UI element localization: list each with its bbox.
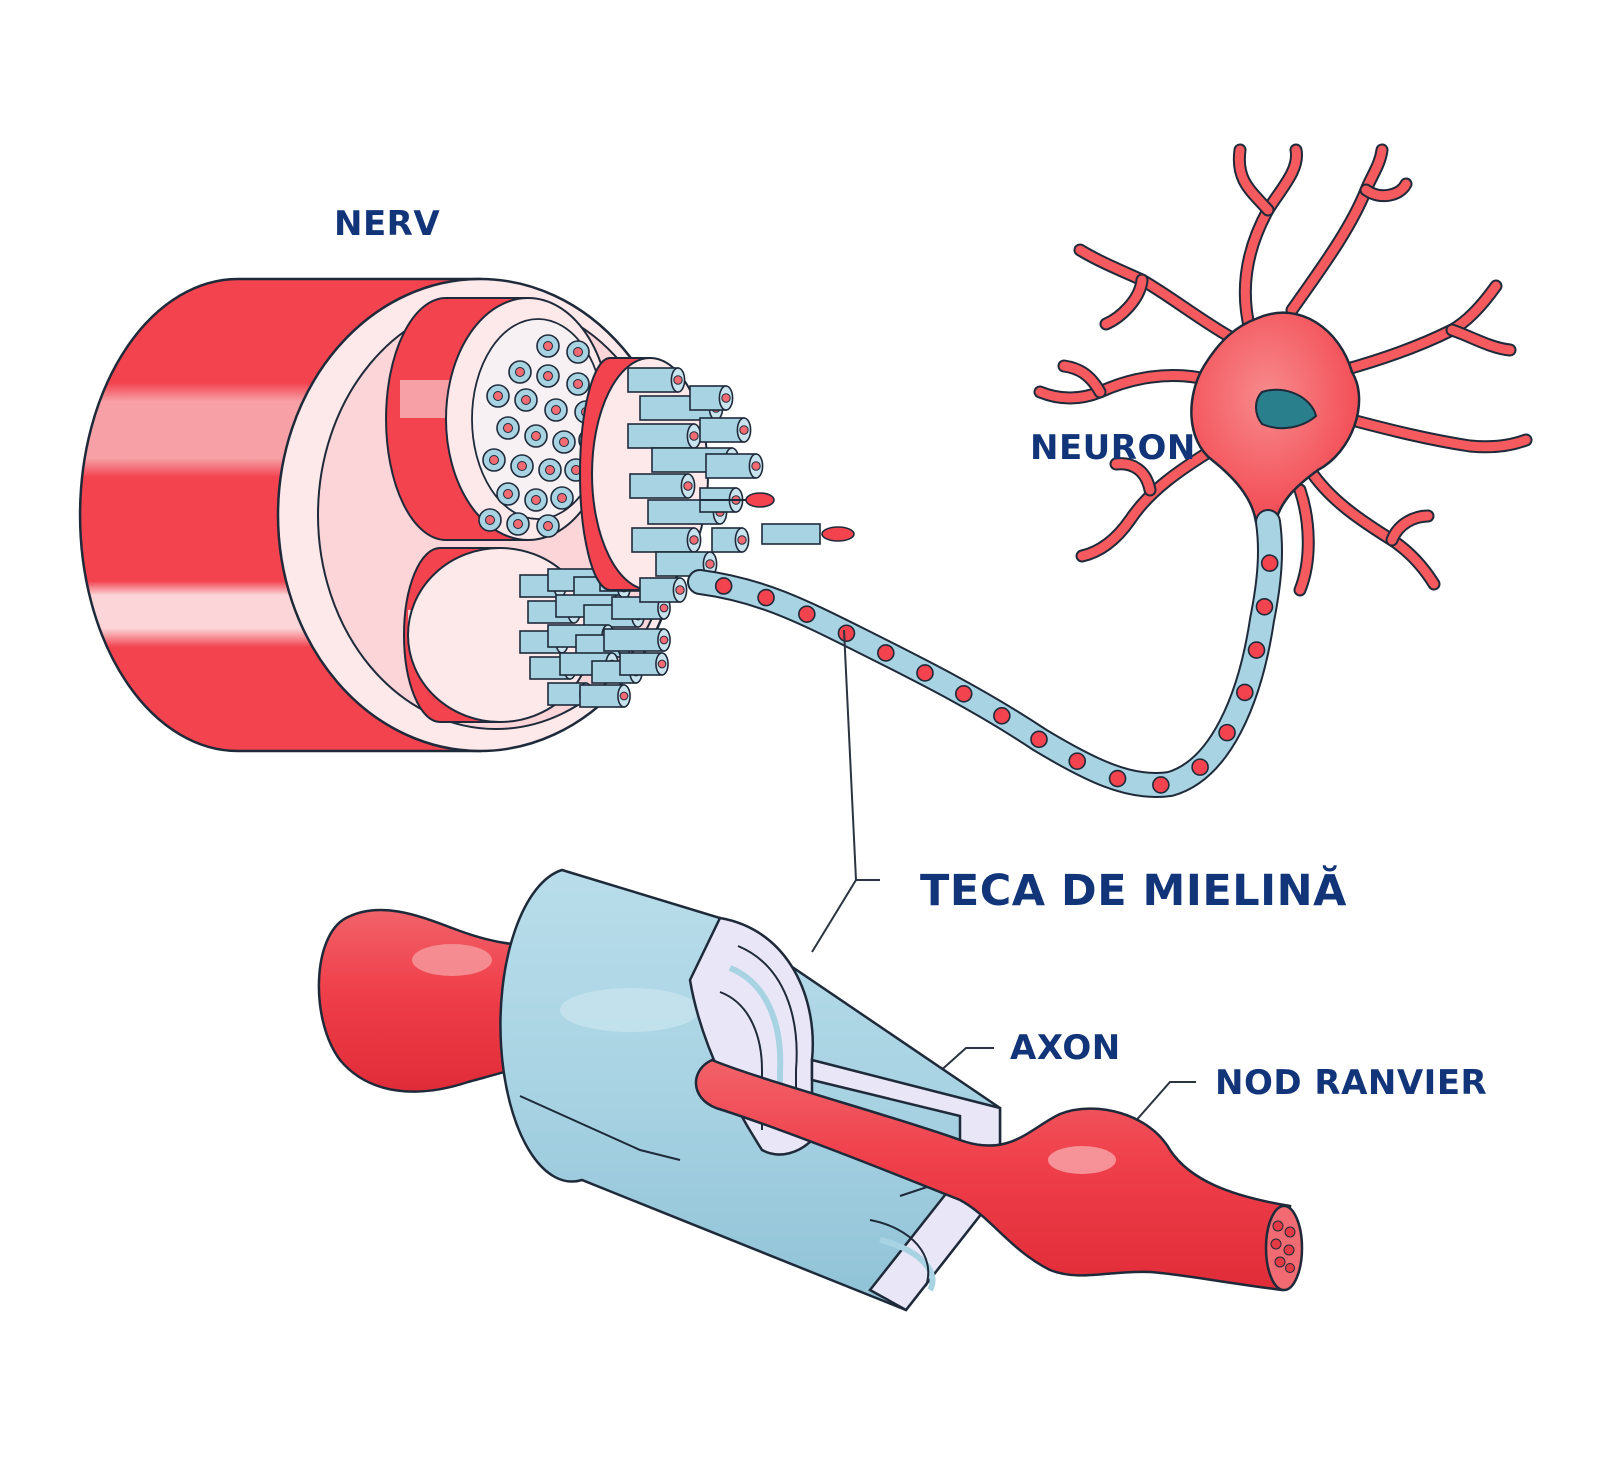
label-neuron: NEURON bbox=[1030, 428, 1196, 468]
neuron-nucleus bbox=[1255, 388, 1318, 430]
ranvier-node-left bbox=[317, 908, 554, 1093]
myelinated-axon-path bbox=[687, 509, 1283, 798]
ranvier-node-right-highlight bbox=[1048, 1146, 1116, 1174]
axon-cut-fibrils bbox=[1270, 1220, 1296, 1273]
fascicle-upper-fibers bbox=[478, 334, 602, 538]
nerve-bundle bbox=[78, 277, 855, 753]
label-nerv: NERV bbox=[334, 204, 441, 244]
label-nod-ranvier: NOD RANVIER bbox=[1215, 1063, 1488, 1103]
label-teca-de-mielina: TECA DE MIELINĂ bbox=[920, 866, 1347, 916]
neuron-dendrites bbox=[1033, 143, 1533, 597]
fascicle-right bbox=[579, 357, 855, 603]
leader-teca-lower bbox=[811, 879, 857, 953]
axon-core bbox=[694, 1058, 1292, 1292]
fascicle-upper bbox=[385, 297, 611, 541]
myelin-cutaway bbox=[317, 868, 1304, 1312]
leader-teca-upper bbox=[843, 629, 880, 881]
neuron bbox=[1033, 143, 1533, 597]
fascicle-right-fibers bbox=[627, 367, 855, 603]
label-axon: AXON bbox=[1010, 1028, 1121, 1068]
